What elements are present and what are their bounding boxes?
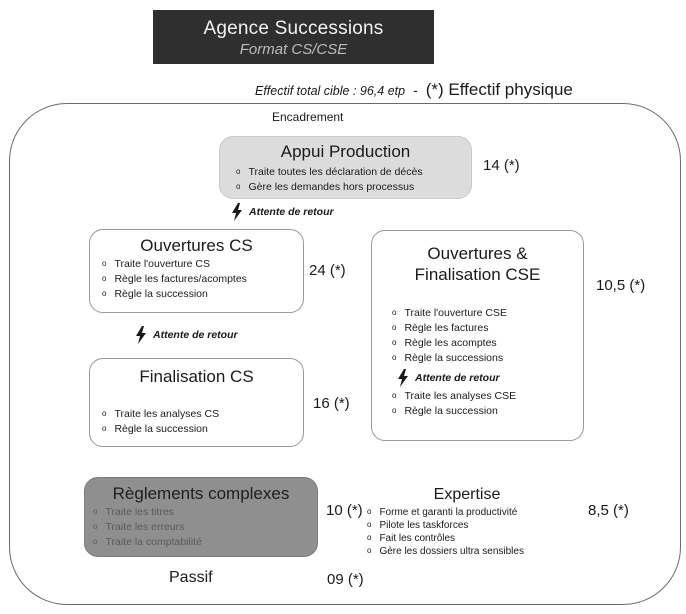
summary-separator: - xyxy=(413,82,418,98)
reglements-complexes-list: Traite les titres Traite les erreurs Tra… xyxy=(93,505,317,550)
finalisation-cs-title: Finalisation CS xyxy=(139,367,254,386)
encadrement-frame xyxy=(9,103,681,605)
page-subtitle: Format CS/CSE xyxy=(239,41,348,58)
cse-box: Ouvertures & Finalisation CSE Traite l'o… xyxy=(371,230,584,441)
ouvertures-cs-title: Ouvertures CS xyxy=(140,236,253,255)
list-item: Règle la succession xyxy=(102,422,303,437)
expertise-title: Expertise xyxy=(433,486,501,503)
ouvertures-cs-list: Traite l'ouverture CS Règle les factures… xyxy=(102,257,303,302)
finalisation-cs-box: Finalisation CS Traite les analyses CS R… xyxy=(89,358,304,447)
page-title: Agence Successions xyxy=(203,18,384,39)
legend-note: (*) Effectif physique xyxy=(425,80,573,99)
finalisation-cs-list: Traite les analyses CS Règle la successi… xyxy=(102,407,303,437)
list-item: Traite les erreurs xyxy=(93,520,317,535)
cse-count: 10,5 (*) xyxy=(596,277,646,294)
passif-count: 09 (*) xyxy=(327,571,364,588)
list-item: Règle la succession xyxy=(102,287,303,302)
list-item: Gère les demandes hors processus xyxy=(236,180,471,195)
wait-indicator: Attente de retour xyxy=(397,369,583,387)
list-item: Pilote les taskforces xyxy=(367,519,577,532)
appui-production-list: Traite toutes les déclaration de décès G… xyxy=(236,165,471,195)
lightning-icon xyxy=(232,203,242,221)
ouvertures-cs-box: Ouvertures CS Traite l'ouverture CS Règl… xyxy=(89,229,304,313)
list-item: Traite les analyses CS xyxy=(102,407,303,422)
list-item: Règle les factures xyxy=(392,321,583,336)
appui-production-count: 14 (*) xyxy=(483,157,520,174)
appui-production-title: Appui Production xyxy=(280,142,411,161)
list-item: Règle la succession xyxy=(392,404,583,419)
list-item: Traite l'ouverture CS xyxy=(102,257,303,272)
list-item: Traite l'ouverture CSE xyxy=(392,306,583,321)
wait-indicator: Attente de retour xyxy=(135,326,238,344)
cse-title: Ouvertures & Finalisation CSE xyxy=(372,243,583,285)
cse-list-bottom: Traite les analyses CSE Règle la success… xyxy=(392,389,583,419)
encadrement-label: Encadrement xyxy=(272,110,344,124)
reglements-complexes-count: 10 (*) xyxy=(326,502,363,519)
expertise-list: Forme et garanti la productivité Pilote … xyxy=(367,506,577,558)
target-staff-label: Effectif total cible : 96,4 etp xyxy=(255,84,406,98)
list-item: Règle les factures/acomptes xyxy=(102,272,303,287)
reglements-complexes-title: Règlements complexes xyxy=(112,484,290,503)
reglements-complexes-box: Règlements complexes Traite les titres T… xyxy=(84,477,318,557)
list-item: Forme et garanti la productivité xyxy=(367,506,577,519)
appui-production-box: Appui Production Traite toutes les décla… xyxy=(219,136,472,199)
list-item: Traite les titres xyxy=(93,505,317,520)
wait-label: Attente de retour xyxy=(249,205,334,218)
summary-line: Effectif total cible : 96,4 etp-(*) Effe… xyxy=(255,80,573,100)
list-item: Traite les analyses CSE xyxy=(392,389,583,404)
list-item: Règle la successions xyxy=(392,351,583,366)
ouvertures-cs-count: 24 (*) xyxy=(309,262,346,279)
list-item: Règle les acomptes xyxy=(392,336,583,351)
lightning-icon xyxy=(398,369,408,387)
title-banner: Agence Successions Format CS/CSE xyxy=(153,10,434,64)
list-item: Gère les dossiers ultra sensibles xyxy=(367,545,577,558)
expertise-count: 8,5 (*) xyxy=(588,502,629,519)
lightning-icon xyxy=(136,326,146,344)
wait-label: Attente de retour xyxy=(153,328,238,341)
cse-list-top: Traite l'ouverture CSE Règle les facture… xyxy=(392,306,583,366)
list-item: Traite la comptabilité xyxy=(93,535,317,550)
list-item: Fait les contrôles xyxy=(367,532,577,545)
wait-label: Attente de retour xyxy=(415,371,500,384)
expertise-block: Expertise Forme et garanti la productivi… xyxy=(357,486,577,558)
cse-title-line1: Ouvertures & xyxy=(427,244,528,263)
list-item: Traite toutes les déclaration de décès xyxy=(236,165,471,180)
passif-title: Passif xyxy=(169,569,213,586)
finalisation-cs-count: 16 (*) xyxy=(313,395,350,412)
cse-title-line2: Finalisation CSE xyxy=(414,265,541,284)
wait-indicator: Attente de retour xyxy=(231,203,334,221)
